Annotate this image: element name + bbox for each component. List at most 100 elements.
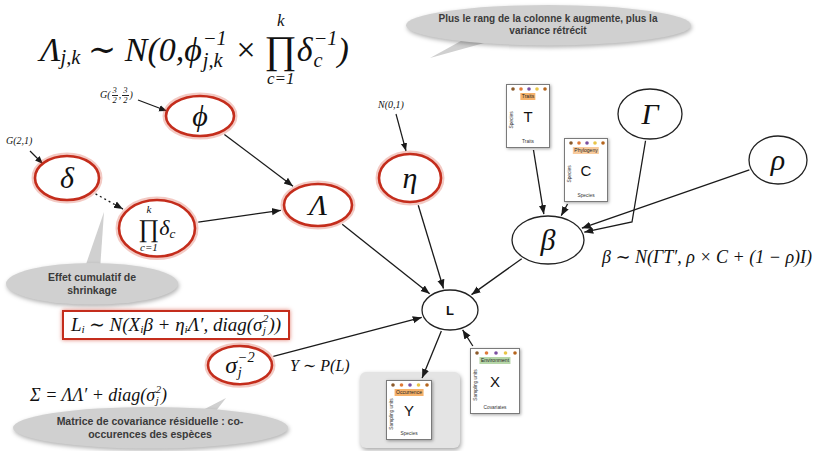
node-content: k∏c=1δc bbox=[139, 204, 176, 253]
hyperprior-label: G(2,1) bbox=[6, 136, 32, 146]
subscript: j bbox=[156, 395, 159, 406]
matrix-tag: Traits bbox=[520, 93, 535, 100]
formula-text: δ bbox=[297, 33, 313, 67]
prior-arrow bbox=[138, 100, 167, 111]
axis-label: Species bbox=[568, 166, 573, 183]
node-symbol: η bbox=[403, 163, 418, 193]
subscript: j bbox=[238, 365, 242, 380]
upper-limit: k bbox=[277, 12, 285, 29]
script-stack: −1c bbox=[313, 28, 337, 71]
node-content: ρ bbox=[771, 145, 785, 175]
species-mark bbox=[425, 383, 429, 387]
species-mark bbox=[494, 351, 498, 355]
formula-text: )) bbox=[269, 316, 282, 335]
subscript: c bbox=[313, 50, 322, 71]
species-mark bbox=[601, 141, 605, 145]
node-content: Γ bbox=[641, 99, 658, 129]
dependency-arrow bbox=[96, 194, 123, 209]
covariance-formula: Σ = ΛΛ′ + diag(σ2j) bbox=[30, 384, 167, 407]
node-outline bbox=[749, 136, 807, 184]
species-mark bbox=[485, 351, 489, 355]
axis-label: Species bbox=[400, 432, 417, 437]
node-halo bbox=[35, 156, 99, 200]
callout-bubble: Plus le rang de la colonne k augmente, p… bbox=[406, 5, 691, 45]
callout-ellipse bbox=[6, 263, 178, 305]
superscript: 2 bbox=[263, 313, 269, 325]
subscript: j,k bbox=[61, 47, 81, 67]
node-symbol: δ bbox=[60, 163, 74, 193]
node-symbol: ϕ bbox=[192, 101, 208, 131]
beta-prior-formula: β ∼ N(ΓT′, ρ × C + (1 − ρ)I) bbox=[602, 248, 812, 266]
loading-prior-formula: Λj,k∼ N(0,ϕ−1j,k×k∏c=1δ−1c) bbox=[40, 12, 349, 87]
dependency-arrow bbox=[533, 150, 543, 214]
dependency-arrow bbox=[471, 259, 521, 295]
species-mark bbox=[593, 141, 597, 145]
formula-text: , bbox=[119, 90, 122, 100]
formula-text: G( bbox=[100, 90, 111, 100]
script-stack: 2j bbox=[263, 313, 269, 337]
fraction: 32 bbox=[122, 86, 128, 104]
formula-text: ∼ N(0,ϕ bbox=[88, 33, 202, 67]
product-node: k∏c=1δc bbox=[119, 200, 195, 257]
formula-text: L bbox=[71, 316, 82, 335]
callout-text: Effet cumulatif de shrinkage bbox=[48, 271, 136, 296]
matrix-letter: C bbox=[581, 163, 592, 178]
lambda-node: Λ bbox=[284, 184, 352, 226]
matrix-tag: Phylogeny bbox=[573, 147, 599, 154]
callout-text: Plus le rang de la colonne k augmente, p… bbox=[439, 13, 658, 36]
callout-tail bbox=[84, 212, 104, 270]
denominator: 2 bbox=[112, 96, 118, 105]
upper-limit: k bbox=[147, 204, 152, 215]
species-mark bbox=[391, 383, 395, 387]
node-halo bbox=[379, 154, 441, 202]
callout-ellipse bbox=[13, 407, 288, 449]
matrix-letter: Y bbox=[404, 403, 414, 418]
species-mark bbox=[400, 383, 404, 387]
fraction: 32 bbox=[112, 86, 118, 104]
species-mark bbox=[569, 141, 573, 145]
node-outline bbox=[379, 154, 441, 202]
callout-ellipse bbox=[406, 5, 691, 45]
subscript: i bbox=[185, 324, 188, 335]
product-symbol: ∏ bbox=[139, 215, 160, 242]
numerator: 3 bbox=[112, 86, 118, 96]
species-mark bbox=[511, 87, 515, 91]
phi-node: ϕ bbox=[166, 96, 234, 136]
node-symbol: ρ bbox=[771, 145, 785, 175]
subscript: c bbox=[170, 226, 176, 239]
observation-formula: Y ∼ P(L) bbox=[290, 358, 350, 374]
node-symbol: L bbox=[446, 304, 454, 317]
node-content: δ bbox=[60, 163, 74, 193]
node-halo bbox=[166, 96, 234, 136]
script-stack: 2j bbox=[156, 384, 161, 407]
dependency-arrow bbox=[198, 210, 281, 222]
node-halo bbox=[119, 200, 195, 257]
delta-node: δ bbox=[35, 156, 99, 200]
matrix-tag: Occurrence bbox=[395, 389, 424, 396]
node-content: L bbox=[446, 304, 454, 317]
node-content: Plus le rang de la colonne k augmente, p… bbox=[436, 13, 661, 37]
formula-text: ∼ N(X bbox=[89, 316, 140, 335]
node-content: ϕ bbox=[192, 101, 208, 131]
formula-text: N(0,1) bbox=[378, 100, 404, 110]
node-content: σ−2j bbox=[225, 350, 254, 380]
node-content: Matrice de covariance résiduelle : co-oc… bbox=[43, 415, 258, 441]
axis-label: Sampling units bbox=[474, 370, 479, 401]
species-mark bbox=[543, 87, 547, 91]
node-outline bbox=[35, 156, 99, 200]
matrix-letter: T bbox=[523, 109, 532, 124]
callout-bubble: Matrice de covariance résiduelle : co-oc… bbox=[13, 407, 288, 449]
species-mark bbox=[417, 383, 421, 387]
node-content: Λ bbox=[309, 190, 327, 220]
node-outline bbox=[208, 346, 272, 384]
lower-limit: c=1 bbox=[140, 241, 158, 252]
species-mark bbox=[535, 87, 539, 91]
species-mark bbox=[408, 383, 412, 387]
rho-node: ρ bbox=[749, 136, 807, 184]
species-mark bbox=[475, 351, 479, 355]
superscript: −1 bbox=[203, 28, 227, 49]
axis-label: Species bbox=[510, 112, 515, 129]
formula-text: ) bbox=[161, 386, 167, 404]
node-content: η bbox=[403, 163, 418, 193]
